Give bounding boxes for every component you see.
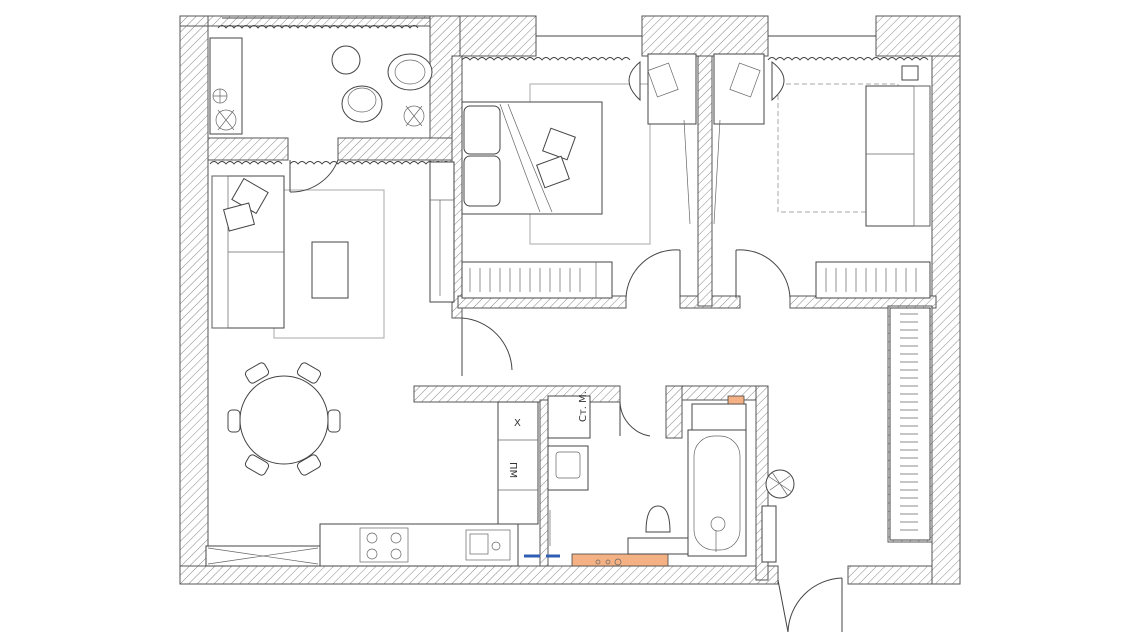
bedroom-2 [713, 53, 931, 299]
balcony [209, 37, 433, 135]
kitchen: Х ПМ [205, 401, 540, 567]
laptop-icon [647, 62, 679, 98]
sink-icon [465, 529, 511, 561]
toilet-icon [627, 505, 693, 555]
bathroom [627, 395, 747, 557]
laptop-icon [729, 62, 761, 98]
washer-label: Ст. М. [578, 391, 589, 422]
fridge-label: Х [514, 418, 521, 429]
plant-icon [212, 88, 425, 131]
bathtub-icon [687, 429, 747, 557]
stove-icon [359, 527, 409, 563]
dishwasher-label: ПМ [507, 462, 518, 478]
living-room [211, 159, 455, 339]
dining-table [227, 362, 341, 476]
bedroom-1 [461, 53, 697, 299]
laundry-room: Ст. М. [546, 391, 669, 567]
outer-walls [179, 15, 961, 585]
windows [209, 17, 929, 165]
hallway [461, 249, 931, 633]
